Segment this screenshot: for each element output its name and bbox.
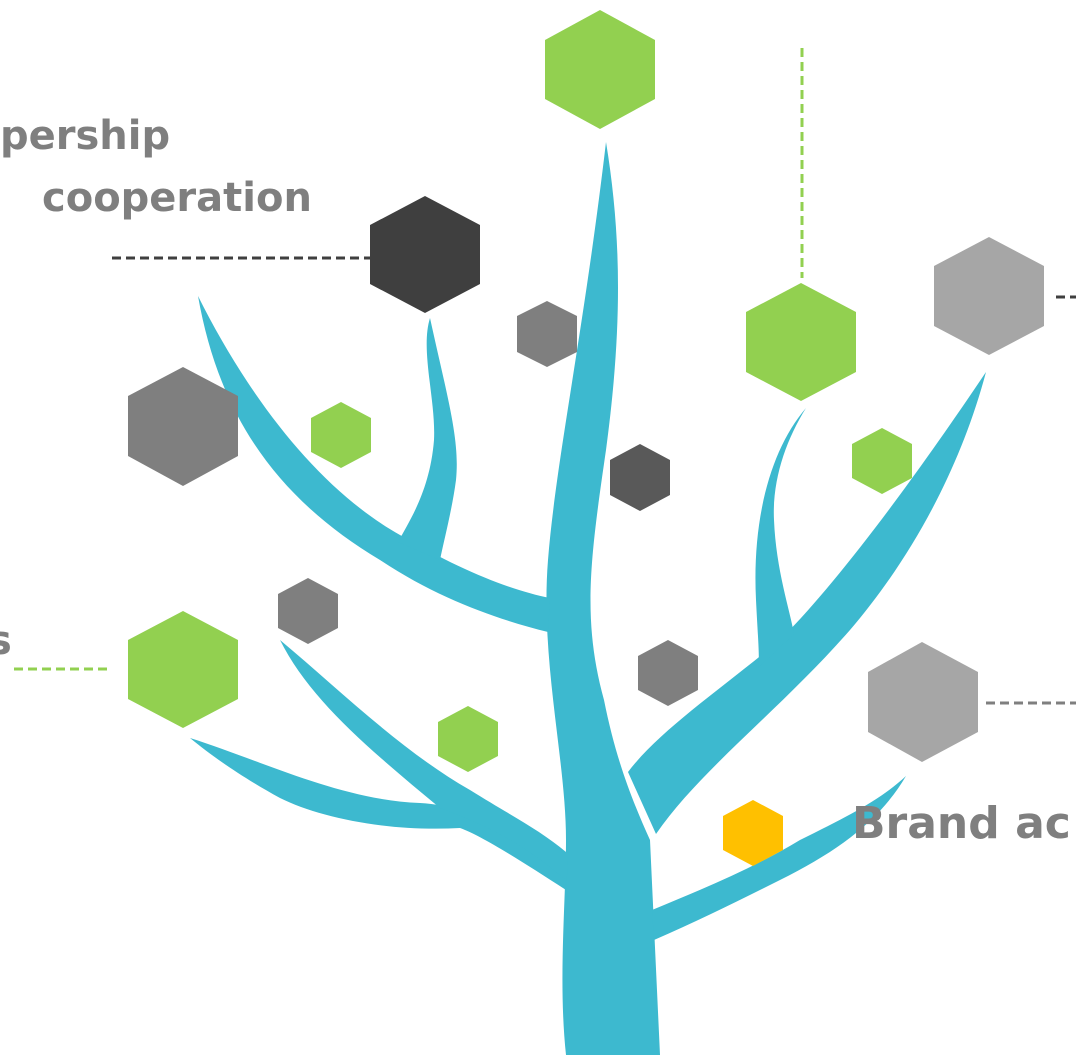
hexagon-icon [746,283,856,401]
hexagon-icon [610,444,670,511]
branch-left-mid [280,640,566,880]
tree-trunk [190,142,986,1055]
hexagon-icon [128,611,238,728]
branch-right-sub [755,408,806,668]
label-partnership-line2: cooperation [42,175,312,221]
hexagon-icon [311,402,371,468]
hexagon-icon [517,301,577,367]
branch-left-upper [198,296,550,632]
branch-sub-dark [398,318,457,560]
hexagon-icon [545,10,655,129]
hexagon-icon [934,237,1044,355]
label-left-s: s [0,618,12,664]
hexagons [128,10,1044,866]
hexagon-icon [868,642,978,762]
hexagon-icon [278,578,338,644]
label-brand: Brand ac [852,798,1071,849]
labels: pership cooperation s Brand ac [0,113,1071,849]
connector-lines [14,48,1076,705]
hexagon-icon [438,706,498,772]
hexagon-icon [723,800,783,866]
trunk-main [546,142,660,1055]
hexagon-icon [370,196,480,313]
branch-left-lower [190,738,568,890]
hexagon-icon [638,640,698,706]
branch-right-upper [628,372,986,834]
branch-right-lower [652,776,906,940]
label-partnership-line1: pership [0,113,170,159]
hexagon-icon [852,428,912,494]
hexagon-icon [128,367,238,486]
